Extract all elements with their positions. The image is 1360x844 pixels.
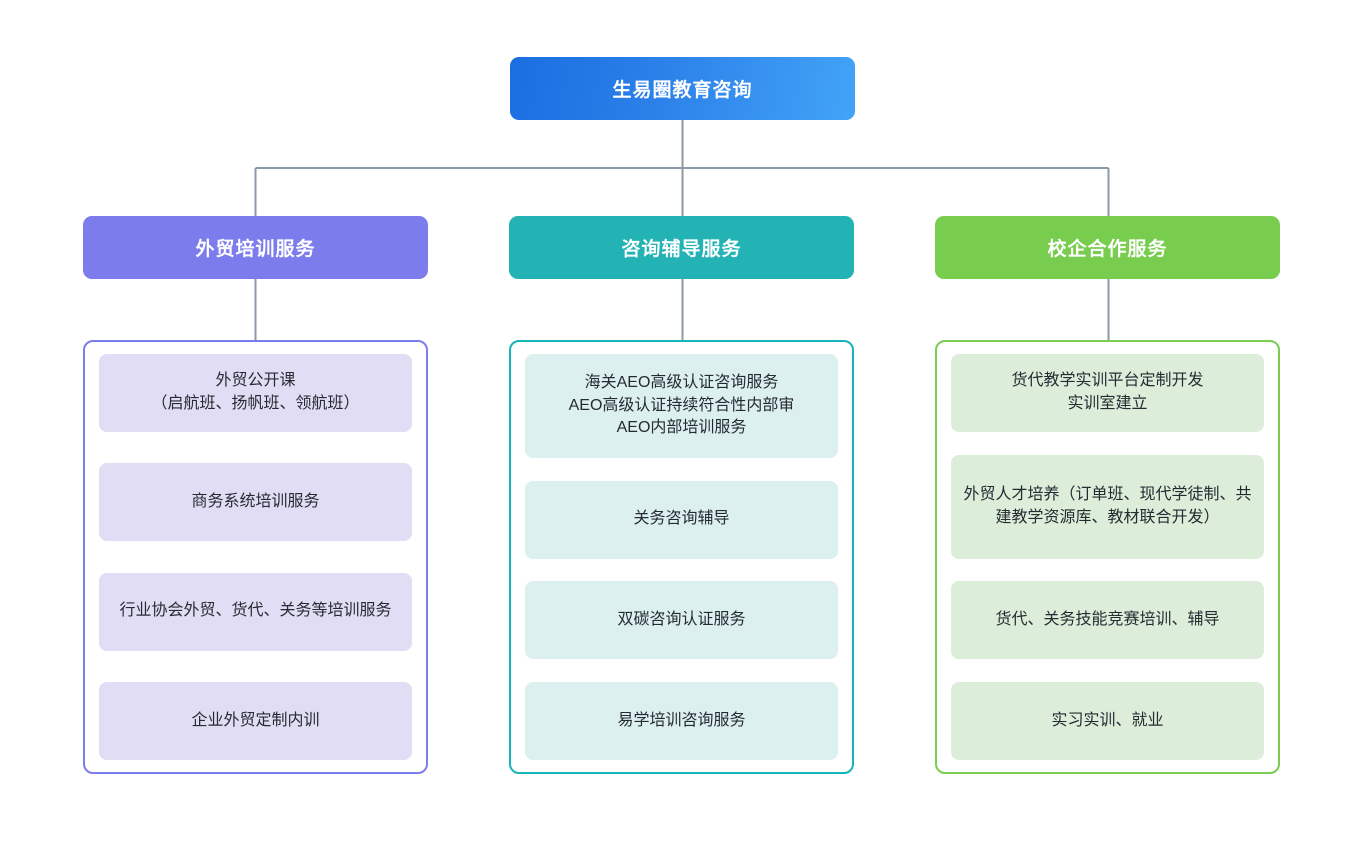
- branch-header-2[interactable]: 咨询辅导服务: [509, 216, 854, 279]
- branch-header-3[interactable]: 校企合作服务: [935, 216, 1280, 279]
- branch-body-3: 货代教学实训平台定制开发 实训室建立 外贸人才培养（订单班、现代学徒制、共建教学…: [935, 340, 1280, 774]
- branch-3-item-0[interactable]: 货代教学实训平台定制开发 实训室建立: [951, 354, 1264, 432]
- branch-header-3-label: 校企合作服务: [1047, 239, 1168, 260]
- branch-3-item-1[interactable]: 外贸人才培养（订单班、现代学徒制、共建教学资源库、教材联合开发）: [951, 454, 1264, 559]
- branch-2-item-2[interactable]: 双碳咨询认证服务: [525, 581, 838, 660]
- branch-3-item-3[interactable]: 实习实训、就业: [951, 681, 1264, 760]
- root-node[interactable]: 生易圈教育咨询: [510, 57, 855, 120]
- branch-column-2: 咨询辅导服务 海关AEO高级认证咨询服务 AEO高级认证持续符合性内部审 AEO…: [509, 216, 854, 774]
- branch-2-item-1[interactable]: 关务咨询辅导: [525, 480, 838, 559]
- branch-column-1: 外贸培训服务 外贸公开课 （启航班、扬帆班、领航班） 商务系统培训服务 行业协会…: [83, 216, 428, 774]
- branch-1-item-2[interactable]: 行业协会外贸、货代、关务等培训服务: [99, 572, 412, 651]
- branch-header-1[interactable]: 外贸培训服务: [83, 216, 428, 279]
- branch-1-item-0[interactable]: 外贸公开课 （启航班、扬帆班、领航班）: [99, 354, 412, 432]
- branch-1-item-1[interactable]: 商务系统培训服务: [99, 463, 412, 542]
- branch-1-item-3[interactable]: 企业外贸定制内训: [99, 681, 412, 760]
- branch-body-1: 外贸公开课 （启航班、扬帆班、领航班） 商务系统培训服务 行业协会外贸、货代、关…: [83, 340, 428, 774]
- branch-column-3: 校企合作服务 货代教学实训平台定制开发 实训室建立 外贸人才培养（订单班、现代学…: [935, 216, 1280, 774]
- branch-2-item-3[interactable]: 易学培训咨询服务: [525, 681, 838, 760]
- branch-2-item-0[interactable]: 海关AEO高级认证咨询服务 AEO高级认证持续符合性内部审 AEO内部培训服务: [525, 354, 838, 458]
- branch-header-1-label: 外贸培训服务: [195, 239, 316, 260]
- root-node-label: 生易圈教育咨询: [612, 80, 753, 101]
- branch-body-2: 海关AEO高级认证咨询服务 AEO高级认证持续符合性内部审 AEO内部培训服务 …: [509, 340, 854, 774]
- branch-header-2-label: 咨询辅导服务: [621, 239, 742, 260]
- branch-3-item-2[interactable]: 货代、关务技能竞赛培训、辅导: [951, 581, 1264, 660]
